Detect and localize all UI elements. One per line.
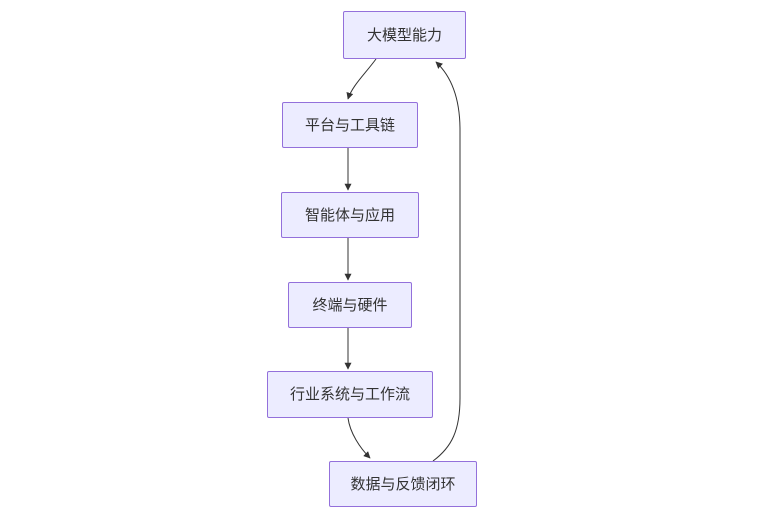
node-label: 行业系统与工作流 — [289, 386, 410, 403]
node-label: 智能体与应用 — [304, 206, 395, 224]
node-terminal-hardware: 终端与硬件 — [288, 282, 412, 328]
node-label: 数据与反馈闭环 — [350, 475, 456, 493]
node-data-feedback-loop: 数据与反馈闭环 — [329, 461, 477, 507]
node-label: 大模型能力 — [366, 26, 442, 44]
edge-model-to-platform — [346, 58, 377, 100]
node-label: 平台与工具链 — [304, 116, 395, 134]
node-platform-toolchain: 平台与工具链 — [282, 102, 418, 148]
edge-industry-to-data — [347, 417, 371, 459]
node-model-capability: 大模型能力 — [343, 11, 466, 59]
node-label: 终端与硬件 — [312, 296, 388, 314]
node-agents-apps: 智能体与应用 — [281, 192, 419, 238]
edge-data-to-model-feedback — [432, 61, 461, 462]
node-industry-workflow: 行业系统与工作流 — [267, 371, 433, 418]
